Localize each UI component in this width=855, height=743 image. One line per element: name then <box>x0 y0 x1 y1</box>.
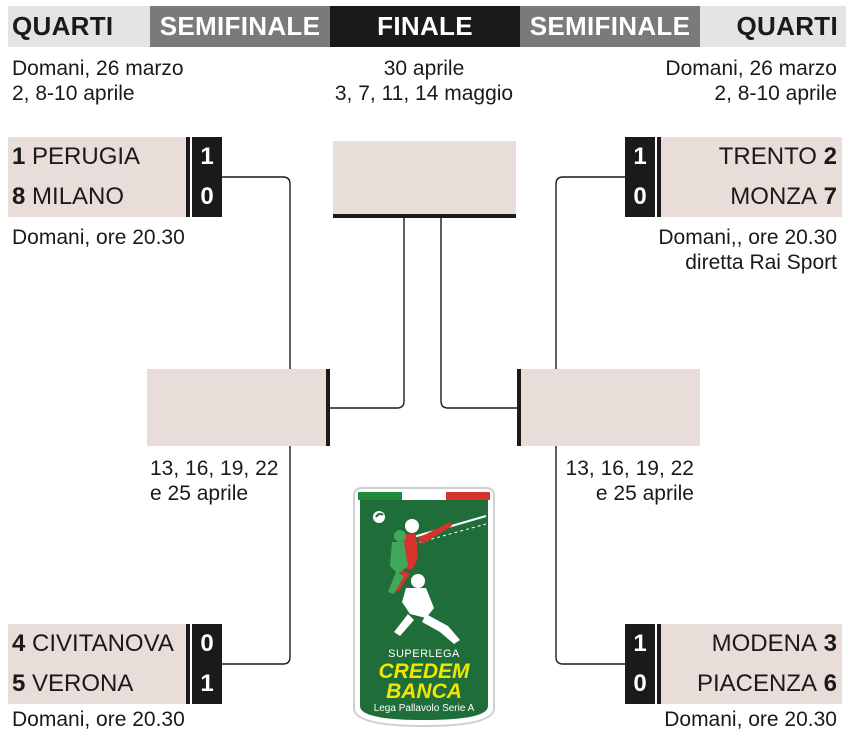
team-name: PIACENZA <box>696 670 817 697</box>
header-left-quarti: QUARTI <box>8 6 150 47</box>
header-right-quarti-label: QUARTI <box>736 11 838 41</box>
team-name: MODENA <box>711 630 817 657</box>
logo-line-3: BANCA <box>386 680 462 703</box>
divider-bar <box>517 369 521 446</box>
team-row: 5 VERONA <box>12 664 133 704</box>
schedule-left-semifinale: 13, 16, 19, 22 e 25 aprile <box>150 456 278 506</box>
schedule-line: 2, 8-10 aprile <box>12 82 135 105</box>
note-line: Domani,, ore 20.30 <box>658 226 837 249</box>
header-right-semifinale: SEMIFINALE <box>520 6 700 47</box>
team-score: 1 <box>192 664 222 704</box>
team-name: TRENTO <box>718 143 817 170</box>
divider-bar <box>186 624 190 704</box>
team-row: 8 MILANO <box>12 177 124 217</box>
connector-semi-left-final <box>330 217 405 409</box>
connector-semi-right-final <box>440 217 517 409</box>
team-row: PIACENZA 6 <box>697 664 837 704</box>
team-name: MONZA <box>730 183 817 210</box>
match-note-bottom-left: Domani, ore 20.30 <box>12 707 185 732</box>
schedule-line: 3, 7, 11, 14 maggio <box>334 82 514 105</box>
schedule-line: Domani, 26 marzo <box>12 57 184 80</box>
header-right-quarti: QUARTI <box>700 6 846 47</box>
team-row: TRENTO 2 <box>719 137 837 177</box>
schedule-left-quarti: Domani, 26 marzo 2, 8-10 aprile <box>12 56 184 106</box>
header-left-semifinale-label: SEMIFINALE <box>159 11 321 41</box>
note-line: Domani, ore 20.30 <box>664 708 837 731</box>
team-seed: 6 <box>823 670 837 697</box>
schedule-line: 30 aprile <box>383 57 465 80</box>
match-bottom-left <box>8 624 186 704</box>
schedule-line: e 25 aprile <box>595 482 694 505</box>
final-slot <box>333 141 516 214</box>
divider-bar <box>326 369 330 446</box>
match-bottom-right <box>661 624 842 704</box>
team-name: MILANO <box>32 183 125 210</box>
team-score: 1 <box>625 624 655 664</box>
header-finale-label: FINALE <box>377 11 473 41</box>
match-top-right <box>661 137 842 217</box>
superlega-shield <box>353 487 495 728</box>
team-row: 1 PERUGIA <box>12 137 140 177</box>
schedule-right-semifinale: 13, 16, 19, 22 e 25 aprile <box>560 456 694 506</box>
schedule-line: Domani, 26 marzo <box>665 57 837 80</box>
schedule-right-quarti: Domani, 26 marzo 2, 8-10 aprile <box>665 56 837 106</box>
team-seed: 5 <box>12 670 26 697</box>
divider-bar <box>657 624 661 704</box>
team-seed: 2 <box>823 143 837 170</box>
divider-bar <box>186 137 190 217</box>
team-score: 0 <box>192 624 222 664</box>
schedule-line: e 25 aprile <box>150 482 249 505</box>
team-seed: 1 <box>12 143 26 170</box>
team-score: 1 <box>192 137 222 177</box>
team-name: CIVITANOVA <box>32 630 174 657</box>
match-note-bottom-right: Domani, ore 20.30 <box>664 707 837 732</box>
team-row: MODENA 3 <box>712 624 837 664</box>
superlega-logo: SUPERLEGA CREDEM BANCA Lega Pallavolo Se… <box>352 486 496 728</box>
note-line: Domani, ore 20.30 <box>12 226 185 249</box>
team-seed: 8 <box>12 183 26 210</box>
semifinal-slot-right <box>521 369 700 446</box>
logo-line-4: Lega Pallavolo Serie A <box>373 703 475 714</box>
note-line: diretta Rai Sport <box>685 251 837 274</box>
match-note-top-left: Domani, ore 20.30 <box>12 225 185 250</box>
header-right-semifinale-label: SEMIFINALE <box>529 11 691 41</box>
connector-bottom-left <box>222 445 291 665</box>
match-top-left <box>8 137 186 217</box>
schedule-finale: 30 aprile 3, 7, 11, 14 maggio <box>324 56 524 106</box>
header-finale: FINALE <box>330 6 520 47</box>
logo-line-1: SUPERLEGA <box>388 648 460 660</box>
team-score: 1 <box>625 137 655 177</box>
header-left-semifinale: SEMIFINALE <box>150 6 330 47</box>
team-name: VERONA <box>32 670 134 697</box>
semifinal-slot-left <box>147 369 326 446</box>
schedule-line: 13, 16, 19, 22 <box>565 457 694 480</box>
connector-top-right <box>555 176 627 370</box>
logo-line-2: CREDEM <box>378 660 470 683</box>
note-line: Domani, ore 20.30 <box>12 708 185 731</box>
team-score: 0 <box>192 177 222 217</box>
team-seed: 7 <box>823 183 837 210</box>
divider-bar <box>333 214 516 218</box>
schedule-line: 13, 16, 19, 22 <box>150 457 279 480</box>
header-left-quarti-label: QUARTI <box>12 11 114 41</box>
team-seed: 4 <box>12 630 26 657</box>
connector-bottom-right <box>555 445 627 665</box>
team-name: PERUGIA <box>32 143 141 170</box>
schedule-line: 2, 8-10 aprile <box>714 82 837 105</box>
team-row: MONZA 7 <box>730 177 837 217</box>
team-score: 0 <box>625 177 655 217</box>
divider-bar <box>657 137 661 217</box>
match-note-top-right: Domani,, ore 20.30 diretta Rai Sport <box>658 225 837 275</box>
connector-top-left <box>222 176 291 370</box>
team-row: 4 CIVITANOVA <box>12 624 174 664</box>
team-seed: 3 <box>823 630 837 657</box>
team-score: 0 <box>625 664 655 704</box>
